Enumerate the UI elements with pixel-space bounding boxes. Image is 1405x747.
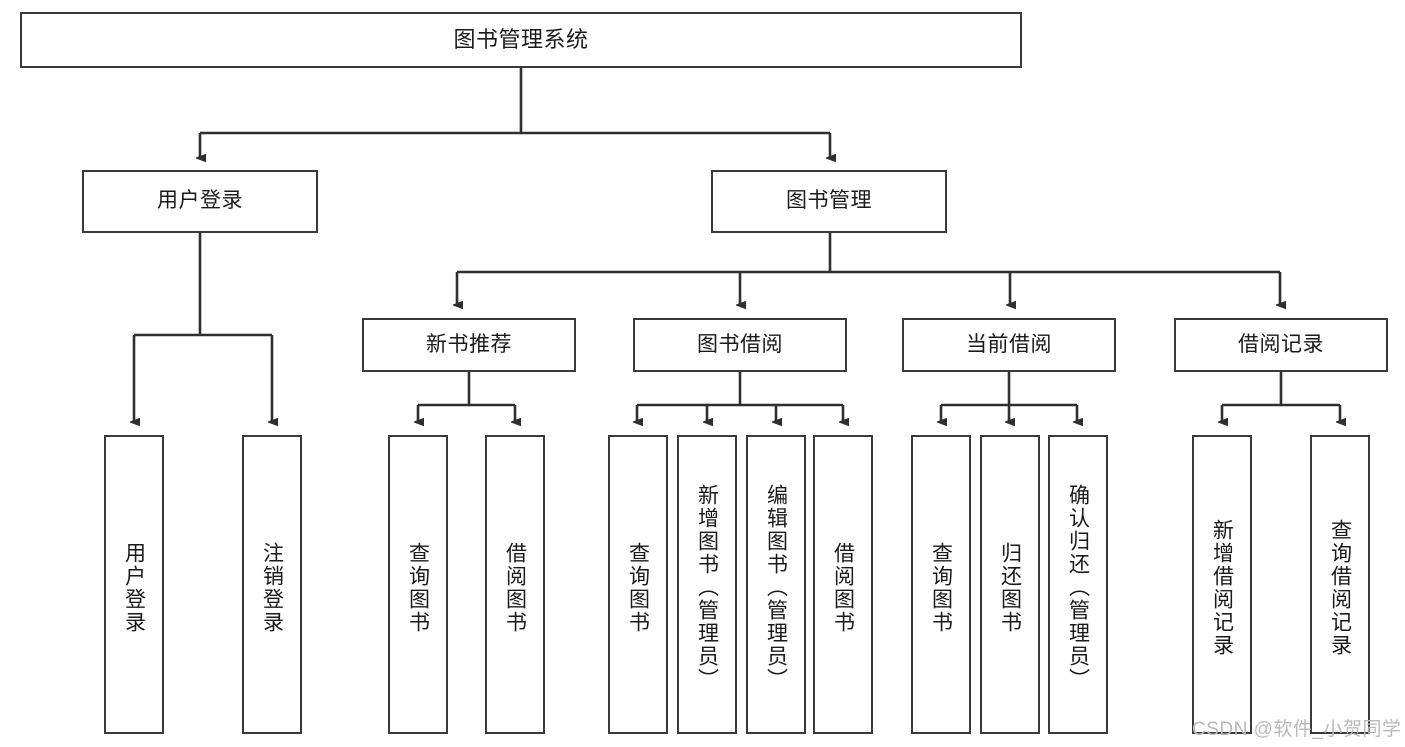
node-label: 查询借阅记录: [1328, 518, 1352, 657]
node-user-login[interactable]: 用户登录: [82, 170, 318, 233]
node-label: 查询图书: [406, 541, 430, 634]
node-label: 注销登录: [260, 541, 284, 634]
leaf-borrow-book[interactable]: 借阅图书: [813, 435, 873, 734]
csdn-watermark: CSDN @软件_小贺同学: [1192, 719, 1402, 740]
node-label: 借阅图书: [831, 541, 855, 634]
node-current-borrow[interactable]: 当前借阅: [902, 318, 1116, 372]
node-label: 当前借阅: [966, 332, 1052, 356]
node-book-management[interactable]: 图书管理: [711, 170, 947, 233]
node-label: 借阅记录: [1238, 332, 1324, 356]
leaf-user-login[interactable]: 用户登录: [104, 435, 164, 734]
leaf-query-borrow-record[interactable]: 查询借阅记录: [1310, 435, 1370, 734]
leaf-query-book-recommend[interactable]: 查询图书: [388, 435, 448, 734]
node-label: 新增借阅记录: [1210, 518, 1234, 657]
node-label: 借阅图书: [503, 541, 527, 634]
node-book-borrow[interactable]: 图书借阅: [633, 318, 847, 372]
node-label: 归还图书: [998, 541, 1022, 634]
node-new-book-recommend[interactable]: 新书推荐: [362, 318, 576, 372]
leaf-borrow-book-recommend[interactable]: 借阅图书: [485, 435, 545, 734]
leaf-edit-book-admin[interactable]: 编辑图书（管理员）: [746, 435, 806, 734]
node-label: 新增图书（管理员）: [695, 484, 719, 691]
leaf-query-book-current[interactable]: 查询图书: [911, 435, 971, 734]
leaf-return-book[interactable]: 归还图书: [980, 435, 1040, 734]
node-borrow-record[interactable]: 借阅记录: [1174, 318, 1388, 372]
node-label: 用户登录: [122, 541, 146, 634]
leaf-confirm-return-admin[interactable]: 确认归还（管理员）: [1048, 435, 1108, 734]
node-label: 图书管理: [786, 189, 872, 213]
node-label: 新书推荐: [426, 332, 512, 356]
node-label: 确认归还（管理员）: [1066, 484, 1090, 691]
node-label: 编辑图书（管理员）: [764, 484, 788, 691]
leaf-query-book-borrow[interactable]: 查询图书: [608, 435, 668, 734]
node-label: 图书管理系统: [453, 27, 589, 53]
leaf-add-borrow-record[interactable]: 新增借阅记录: [1192, 435, 1252, 734]
leaf-logout[interactable]: 注销登录: [242, 435, 302, 734]
node-label: 图书借阅: [697, 332, 783, 356]
node-root-library-management-system[interactable]: 图书管理系统: [20, 12, 1022, 68]
leaf-add-book-admin[interactable]: 新增图书（管理员）: [677, 435, 737, 734]
node-label: 查询图书: [626, 541, 650, 634]
node-label: 用户登录: [157, 189, 243, 213]
node-label: 查询图书: [929, 541, 953, 634]
